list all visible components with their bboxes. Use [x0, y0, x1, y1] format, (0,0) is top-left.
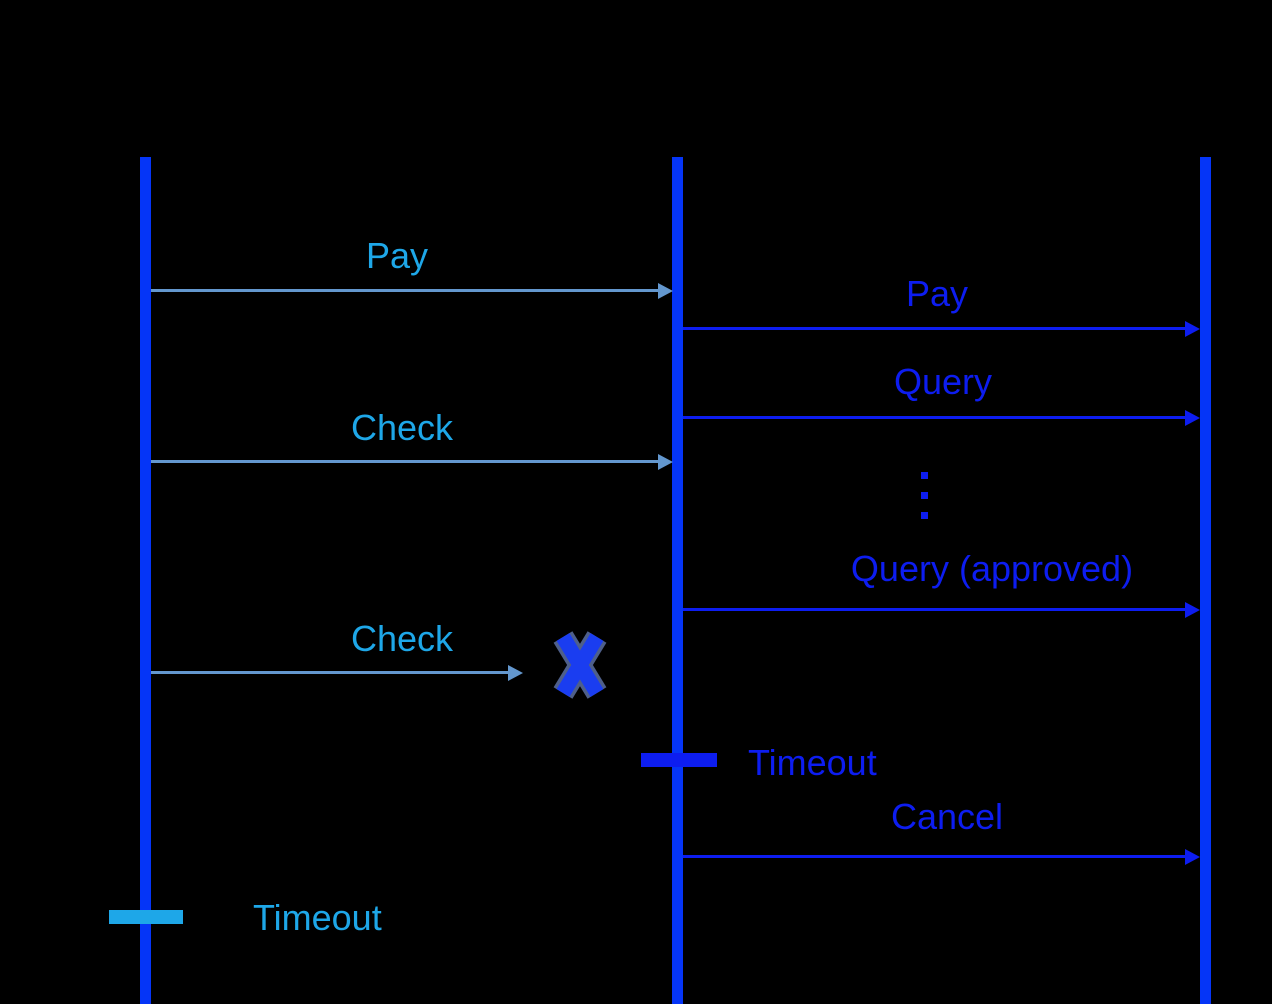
arrowhead-icon: [1185, 410, 1200, 426]
arrowhead-icon: [1185, 321, 1200, 337]
message-check-2-line: [151, 671, 508, 674]
ellipsis-dot: [921, 472, 928, 479]
message-check-2-label: Check: [350, 618, 454, 659]
ellipsis-dot: [921, 512, 928, 519]
timeout-middle-label: Timeout: [748, 742, 877, 783]
message-pay-right-label: Pay: [905, 273, 969, 314]
message-cancel-label: Cancel: [890, 796, 1004, 837]
lifeline-middle: [672, 157, 683, 1004]
message-cancel-line: [683, 855, 1186, 858]
ellipsis-dot: [921, 492, 928, 499]
message-query-label: Query: [893, 361, 993, 402]
arrowhead-icon: [1185, 602, 1200, 618]
timeout-left-label: Timeout: [253, 897, 382, 938]
message-check-1-label: Check: [350, 407, 454, 448]
message-query-line: [683, 416, 1186, 419]
arrowhead-icon: [658, 283, 673, 299]
lifeline-left: [140, 157, 151, 1004]
arrowhead-icon: [508, 665, 523, 681]
arrowhead-icon: [1185, 849, 1200, 865]
timeout-marker-middle: [641, 753, 717, 767]
message-query-approved-line: [683, 608, 1186, 611]
lost-message-x-icon: [553, 631, 607, 699]
lifeline-right: [1200, 157, 1211, 1004]
message-pay-left-line: [151, 289, 658, 292]
message-pay-left-label: Pay: [365, 235, 429, 276]
timeout-marker-left: [109, 910, 183, 924]
arrowhead-icon: [658, 454, 673, 470]
message-check-1-line: [151, 460, 658, 463]
message-pay-right-line: [683, 327, 1186, 330]
message-query-approved-label: Query (approved): [850, 548, 1134, 589]
